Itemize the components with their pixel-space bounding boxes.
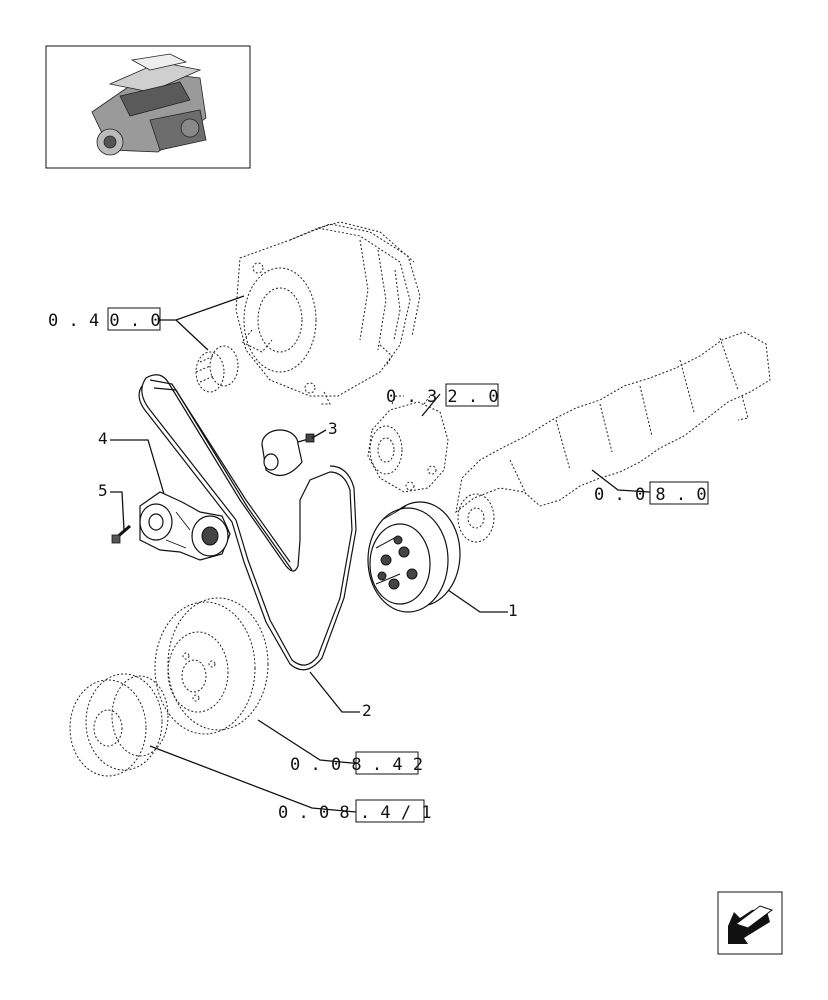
idler-pulley-part-1 bbox=[367, 501, 461, 613]
damper-pulley-outline bbox=[154, 597, 269, 735]
poly-v-belt-part-2 bbox=[138, 374, 357, 671]
reference-label-crank-pulley[interactable]: 0 . 0 8 . 4 / 1 bbox=[278, 799, 432, 823]
item-number-4: 4 bbox=[98, 429, 108, 448]
water-pump-outline bbox=[367, 395, 449, 493]
item-number-3: 3 bbox=[328, 419, 338, 438]
crank-pulley-outline bbox=[69, 673, 169, 777]
engine-thumbnail-icon bbox=[45, 45, 251, 169]
reference-label-alternator[interactable]: 0 . 4 0 . 0 bbox=[48, 307, 161, 331]
bolt-part-5 bbox=[111, 524, 131, 544]
svg-text:0 . 0 8 . 4 2: 0 . 0 8 . 4 2 bbox=[290, 755, 423, 775]
alternator-pulley bbox=[195, 345, 239, 393]
previous-page-arrow-icon[interactable] bbox=[717, 891, 783, 955]
reference-label-crankshaft[interactable]: 0 . 0 8 . 0 bbox=[594, 481, 709, 505]
svg-text:0 . 3 2 . 0: 0 . 3 2 . 0 bbox=[386, 387, 499, 407]
belt-tensioner-part-4 bbox=[139, 491, 231, 561]
leader-lines bbox=[110, 295, 651, 813]
reference-label-water-pump[interactable]: 0 . 3 2 . 0 bbox=[386, 383, 499, 407]
item-number-1: 1 bbox=[508, 601, 518, 620]
item-number-2: 2 bbox=[362, 701, 372, 720]
crankshaft-outline bbox=[455, 331, 771, 543]
svg-text:0 . 0 8 . 0: 0 . 0 8 . 0 bbox=[594, 485, 707, 505]
svg-text:0 . 4 0 . 0: 0 . 4 0 . 0 bbox=[48, 311, 161, 331]
svg-text:0 . 0 8 . 4 / 1: 0 . 0 8 . 4 / 1 bbox=[278, 803, 432, 823]
item-number-5: 5 bbox=[98, 481, 108, 500]
alternator-outline bbox=[235, 221, 421, 405]
reference-label-damper-pulley[interactable]: 0 . 0 8 . 4 2 bbox=[290, 751, 423, 775]
idler-roller-part-3 bbox=[261, 429, 315, 477]
